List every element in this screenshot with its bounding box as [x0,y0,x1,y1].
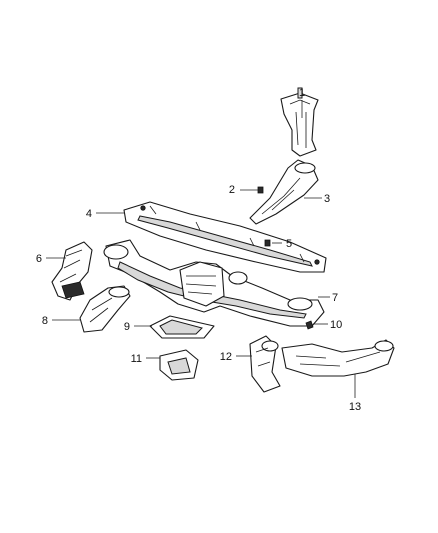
part-1-upper-duct[interactable] [280,87,319,157]
callout-3: 3 [324,193,330,205]
callout-labels: 1 2 3 4 5 6 7 8 9 10 11 12 13 [36,87,361,413]
callout-8: 8 [42,315,48,327]
callout-2: 2 [229,184,235,196]
callout-9: 9 [124,321,130,333]
part-5-clip[interactable] [264,239,271,247]
callout-11: 11 [131,353,142,365]
part-13-rear-floor-duct[interactable] [281,339,395,377]
callout-10: 10 [330,319,342,331]
part-11-console-duct[interactable] [159,349,199,381]
callout-1: 1 [299,87,305,99]
callout-6: 6 [36,253,42,265]
part-12-right-lower-duct[interactable] [249,335,281,393]
part-2-clip[interactable] [257,186,264,194]
part-6-left-bracket[interactable] [51,241,93,301]
part-9-center-plate[interactable] [149,315,215,339]
part-4-distribution-duct[interactable] [123,201,327,273]
part-3-defroster-duct[interactable] [249,159,319,225]
callout-5: 5 [286,238,292,250]
part-10-clip[interactable] [305,320,314,330]
part-7-main-duct[interactable] [103,239,325,327]
callout-12: 12 [220,351,232,363]
callout-13: 13 [349,401,361,413]
callout-4: 4 [86,208,92,220]
leader-lines [46,100,356,398]
part-8-left-outlet-duct[interactable] [79,285,131,333]
callout-7: 7 [332,292,338,304]
